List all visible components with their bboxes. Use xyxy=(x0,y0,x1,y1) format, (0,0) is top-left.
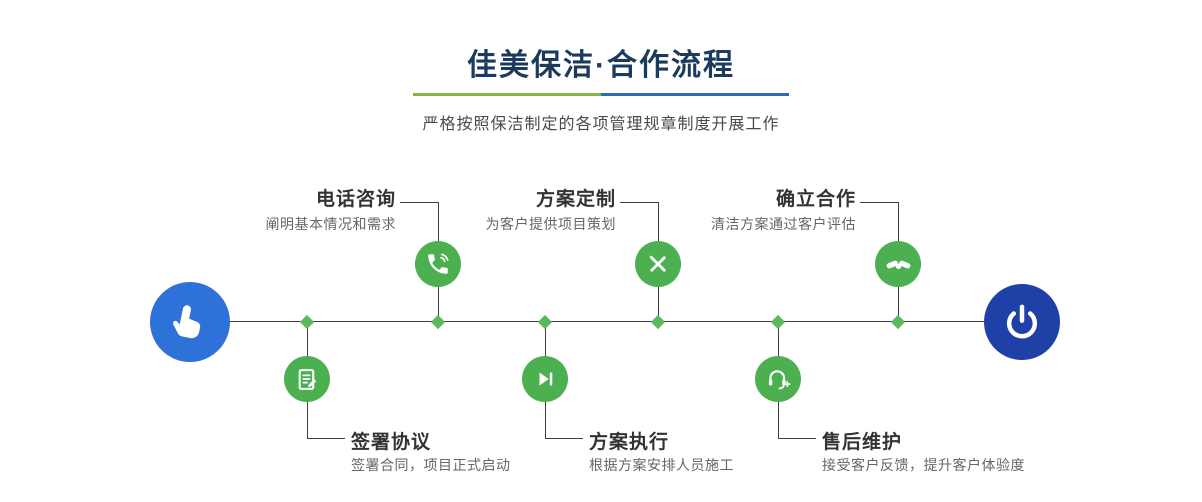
connector-hline xyxy=(860,202,898,203)
timeline-node-diamond xyxy=(299,314,315,330)
step-desc: 为客户提供项目策划 xyxy=(485,216,616,232)
headset-icon xyxy=(765,366,791,392)
step-title: 售后维护 xyxy=(822,432,903,453)
step-icon-circle xyxy=(284,356,330,402)
step-icon-circle xyxy=(635,241,681,287)
step-icon-circle xyxy=(522,356,568,402)
step-title: 方案定制 xyxy=(535,189,616,210)
timeline-node-diamond xyxy=(890,314,906,330)
step-icon-circle xyxy=(755,356,801,402)
connector-hline xyxy=(400,202,438,203)
hand-pointer-icon xyxy=(165,297,215,347)
step-desc: 接受客户反馈，提升客户体验度 xyxy=(822,457,1025,473)
step-icon-circle xyxy=(415,241,461,287)
step-title: 确立合作 xyxy=(775,189,856,210)
timeline-start xyxy=(150,282,230,362)
step-title: 方案执行 xyxy=(589,432,670,453)
timeline-node-diamond xyxy=(430,314,446,330)
step-title: 电话咨询 xyxy=(315,189,396,210)
handshake-icon xyxy=(885,251,912,278)
divider-green-segment xyxy=(413,93,601,96)
timeline-node-diamond xyxy=(537,314,553,330)
step-desc: 签署合同，项目正式启动 xyxy=(351,457,511,473)
divider-blue-segment xyxy=(601,93,789,96)
timeline-node-diamond xyxy=(770,314,786,330)
step-icon-circle xyxy=(875,241,921,287)
timeline-end xyxy=(984,284,1060,360)
page-title: 佳美保洁·合作流程 xyxy=(467,49,735,82)
timeline-node-diamond xyxy=(650,314,666,330)
power-icon xyxy=(1002,302,1042,342)
title-divider xyxy=(413,93,789,96)
phone-icon xyxy=(425,251,451,277)
connector-hline xyxy=(545,438,583,439)
step-desc: 清洁方案通过客户评估 xyxy=(711,216,856,232)
design-icon xyxy=(645,251,671,277)
connector-hline xyxy=(778,438,816,439)
page-subtitle: 严格按照保洁制定的各项管理规章制度开展工作 xyxy=(422,116,780,133)
step-title: 签署协议 xyxy=(351,432,432,453)
connector-hline xyxy=(307,438,345,439)
step-desc: 根据方案安排人员施工 xyxy=(589,457,734,473)
contract-icon xyxy=(295,367,320,392)
step-desc: 阐明基本情况和需求 xyxy=(265,216,396,232)
play-icon xyxy=(533,367,557,391)
connector-hline xyxy=(620,202,658,203)
timeline-axis xyxy=(190,321,1022,322)
